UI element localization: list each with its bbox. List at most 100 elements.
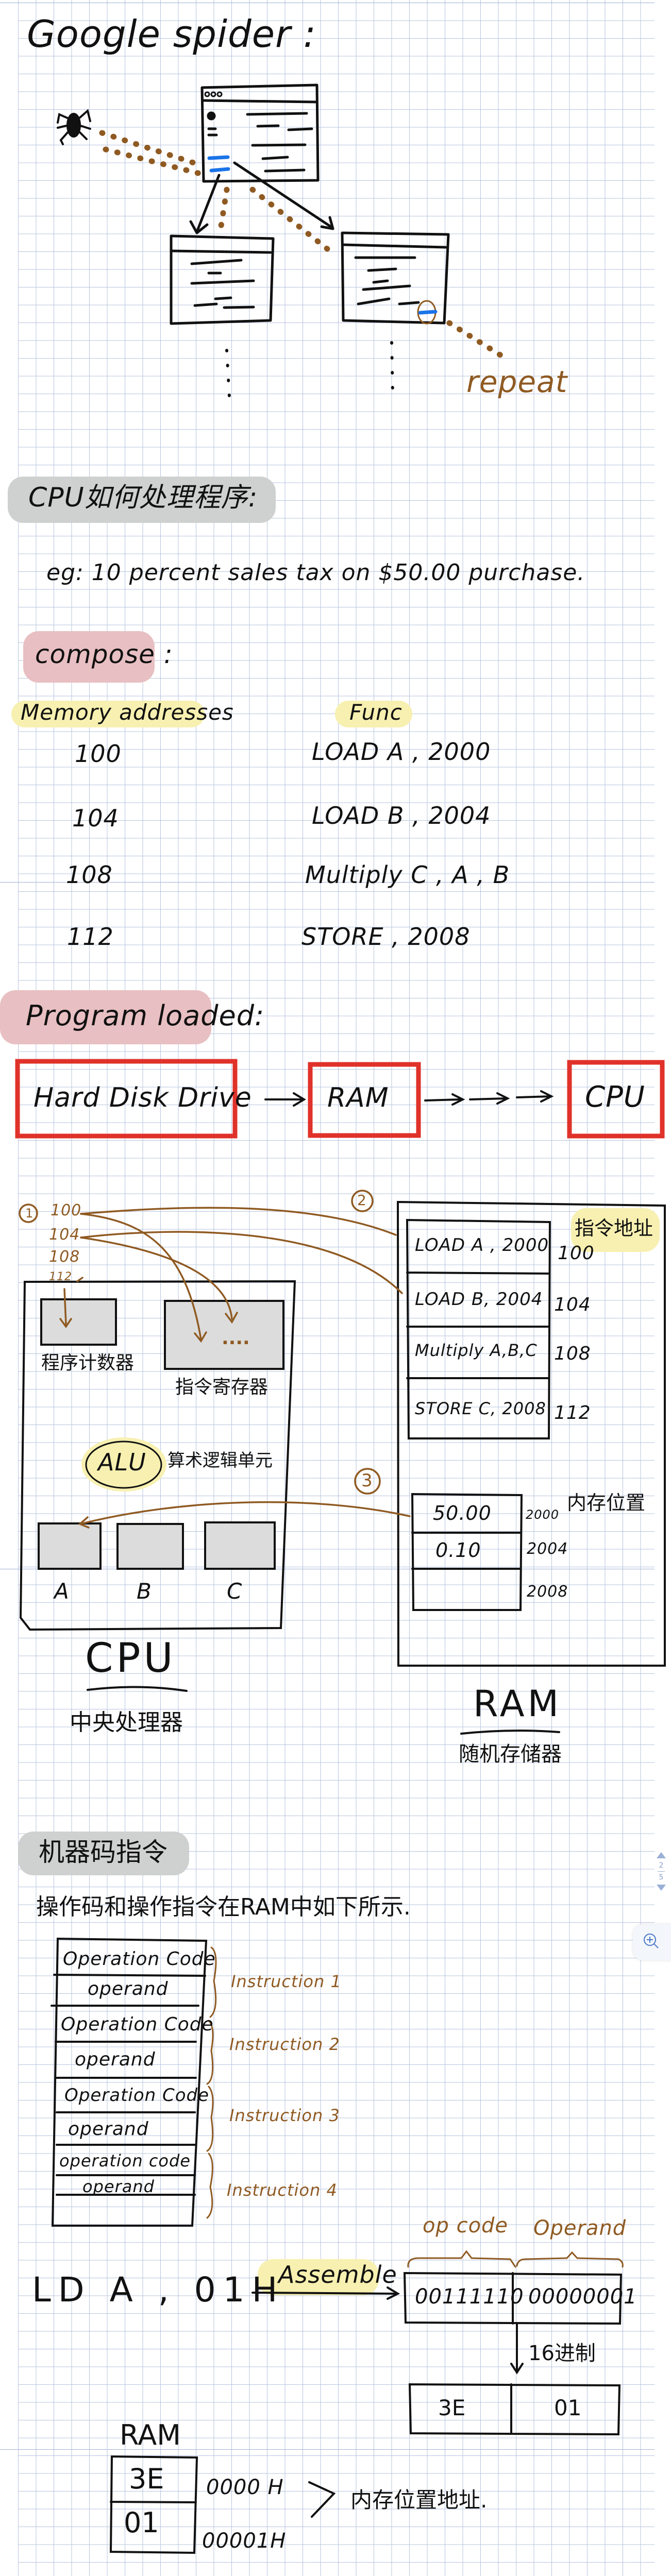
continuation-dots bbox=[390, 341, 394, 396]
func-cell: LOAD B , 2004 bbox=[312, 802, 491, 829]
arrow-icon bbox=[264, 1092, 306, 1107]
ram-data-address: 2000 bbox=[526, 1507, 560, 1522]
heading-highlight bbox=[23, 631, 155, 683]
heading-highlight bbox=[8, 477, 276, 523]
table-cell: operand bbox=[75, 2049, 156, 2070]
memory-address-label: 内存位置地址. bbox=[350, 2487, 488, 2513]
func-cell: Multiply C , A , B bbox=[305, 861, 510, 889]
column-header-address: Memory addresses bbox=[21, 700, 234, 725]
arrow-icon bbox=[469, 1092, 510, 1105]
heading-highlight bbox=[18, 1832, 189, 1875]
machine-code-heading: 机器码指令 bbox=[39, 1837, 167, 1867]
program-counter-label: 程序计数器 bbox=[41, 1352, 135, 1374]
func-cell: STORE , 2008 bbox=[301, 923, 471, 951]
flow-cpu: CPU bbox=[585, 1080, 645, 1114]
address-list-item: 108 bbox=[49, 1248, 80, 1266]
assemble-highlight bbox=[258, 2259, 379, 2295]
alu-label: ALU bbox=[98, 1448, 146, 1476]
bracket bbox=[308, 2481, 336, 2518]
instruction-table bbox=[51, 1937, 208, 2227]
step-circle bbox=[354, 1468, 381, 1495]
table-cell: operand bbox=[88, 1978, 169, 1999]
load-data-arrow bbox=[78, 1501, 411, 1529]
ram-box bbox=[396, 1200, 666, 1667]
table-cell: Operation Code bbox=[64, 2085, 210, 2106]
page-navigator[interactable]: 2 5 bbox=[653, 1852, 669, 1906]
link-highlight bbox=[207, 155, 438, 315]
instruction-label: Instruction 2 bbox=[229, 2035, 340, 2054]
instruction-label: Instruction 4 bbox=[227, 2180, 338, 2200]
func-cell: LOAD A , 2000 bbox=[312, 738, 491, 766]
zoom-in-icon bbox=[644, 1934, 659, 1948]
ram-cell-address: 0000 H bbox=[206, 2476, 284, 2499]
ram-chinese-label: 随机存储器 bbox=[459, 1742, 562, 1766]
cpu-registers bbox=[38, 1298, 284, 1570]
flow-ram: RAM bbox=[327, 1082, 389, 1113]
label-highlight bbox=[571, 1208, 660, 1252]
ram-data-value: 50.00 bbox=[433, 1502, 492, 1524]
heading-highlight bbox=[0, 990, 211, 1044]
instruction-label: Instruction 3 bbox=[229, 2106, 340, 2125]
cpu-chinese-label: 中央处理器 bbox=[70, 1709, 183, 1736]
ram-cell-address: 00001H bbox=[202, 2529, 287, 2553]
divider bbox=[658, 1871, 665, 1872]
ram-instruction-address: 108 bbox=[554, 1343, 591, 1364]
memory-location-label: 内存位置 bbox=[567, 1492, 646, 1514]
previous-page-icon[interactable] bbox=[657, 1852, 666, 1858]
web-page-icon bbox=[341, 231, 450, 325]
address-list-item: 104 bbox=[49, 1226, 80, 1244]
ram-cell-value: 01 bbox=[124, 2506, 159, 2539]
web-page-icon bbox=[170, 234, 275, 325]
column-highlight bbox=[11, 701, 205, 727]
arrow-icon bbox=[233, 161, 334, 230]
total-pages: 5 bbox=[659, 1873, 664, 1882]
ram-label: RAM bbox=[473, 1683, 562, 1725]
table-cell: Operation Code bbox=[61, 2014, 214, 2035]
register-a-label: A bbox=[54, 1579, 70, 1604]
hex-label: 16进制 bbox=[528, 2342, 596, 2365]
current-page: 2 bbox=[659, 1861, 664, 1870]
instruction-address-label: 指令地址 bbox=[575, 1217, 653, 1240]
spider-title: Google spider : bbox=[27, 12, 316, 56]
program-loaded-heading: Program loaded: bbox=[26, 999, 265, 1032]
cpu-box bbox=[19, 1280, 296, 1631]
web-page-icon bbox=[200, 83, 320, 183]
zoom-in-button[interactable] bbox=[633, 1924, 671, 1960]
address-cell: 104 bbox=[72, 804, 119, 832]
register-b-label: B bbox=[137, 1579, 152, 1604]
table-cell: Operation Code bbox=[63, 1948, 216, 1970]
spider-icon bbox=[57, 109, 91, 145]
ram-data-value: 0.10 bbox=[435, 1539, 481, 1562]
instruction-register-content: .... bbox=[222, 1328, 250, 1349]
arrow-icon bbox=[251, 2286, 400, 2300]
step-3-number: 3 bbox=[361, 1470, 373, 1491]
ram-instruction: Multiply A,B,C bbox=[415, 1341, 538, 1360]
ram-cells bbox=[109, 2455, 198, 2554]
ram-label: RAM bbox=[120, 2419, 181, 2451]
page-break bbox=[0, 882, 655, 883]
table-cell: operand bbox=[82, 2177, 155, 2196]
underline bbox=[87, 1686, 188, 1692]
repeat-label: repeat bbox=[466, 364, 568, 399]
next-page-icon[interactable] bbox=[657, 1885, 666, 1891]
underline bbox=[460, 1730, 560, 1735]
address-cell: 112 bbox=[67, 923, 114, 951]
arrow-icon bbox=[189, 174, 221, 234]
operand-label: Operand bbox=[533, 2216, 627, 2240]
assembly-instruction: LD A , 01H bbox=[32, 2270, 285, 2310]
address-cell: 108 bbox=[66, 861, 113, 889]
flow-boxes bbox=[15, 1059, 665, 1139]
alu-highlight bbox=[81, 1437, 166, 1492]
address-cell: 100 bbox=[75, 740, 122, 768]
alu-circle bbox=[85, 1440, 162, 1489]
cpu-heading: CPU如何处理程序: bbox=[28, 482, 258, 513]
fetch-arrow bbox=[80, 1236, 238, 1324]
instruction-register-label: 指令寄存器 bbox=[175, 1377, 269, 1398]
column-highlight bbox=[335, 701, 412, 727]
table-cell: operation code bbox=[59, 2151, 191, 2171]
step-circle bbox=[351, 1190, 374, 1212]
register-c-label: C bbox=[227, 1579, 243, 1604]
fetch-arrow bbox=[80, 1231, 403, 1294]
pc-arrow bbox=[59, 1277, 83, 1329]
